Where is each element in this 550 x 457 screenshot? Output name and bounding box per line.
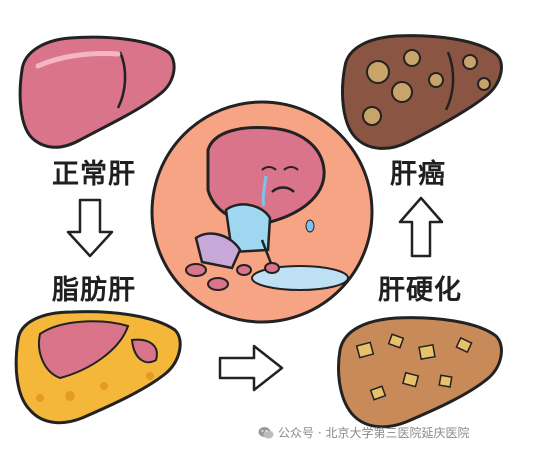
label-cirrhosis: 肝硬化 <box>378 275 462 306</box>
crying-liver-icon <box>150 100 374 324</box>
watermark-text: 公众号 · 北京大学第三医院延庆医院 <box>278 426 470 440</box>
wechat-icon <box>258 426 274 438</box>
arrow-down-icon <box>66 198 114 258</box>
arrow-up-icon <box>398 196 444 258</box>
label-liver-cancer: 肝癌 <box>390 159 446 190</box>
label-fatty-liver: 脂肪肝 <box>52 275 136 306</box>
arrow-right-icon <box>218 344 284 392</box>
cirrhosis-liver-icon <box>337 316 503 429</box>
label-normal-liver: 正常肝 <box>52 159 136 190</box>
liver-cancer-icon <box>341 34 503 150</box>
normal-liver-icon <box>18 35 176 149</box>
watermark: 公众号 · 北京大学第三医院延庆医院 <box>258 424 469 441</box>
fatty-liver-icon <box>14 310 182 425</box>
